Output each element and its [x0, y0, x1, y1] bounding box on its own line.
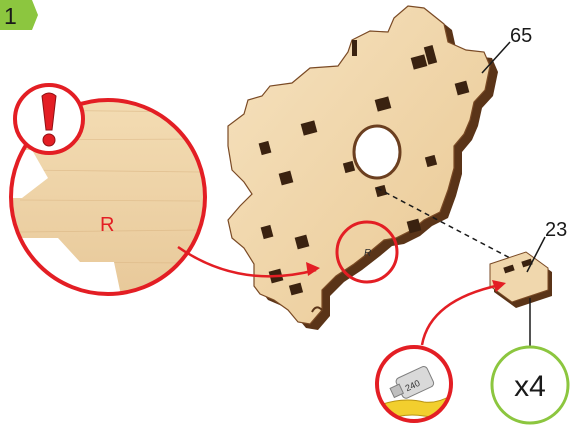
connector-part	[490, 252, 552, 308]
callout-arrow-glue	[422, 285, 500, 345]
step-badge: 1	[0, 0, 38, 30]
warning-badge	[15, 85, 83, 153]
part-label-65: 65	[510, 25, 532, 47]
plate-r-marking: R	[364, 248, 371, 259]
quantity-label: x4	[514, 370, 546, 403]
quantity-badge: x4	[492, 347, 568, 423]
glue-tube-icon: 240	[372, 347, 462, 424]
part-label-23: 23	[545, 219, 567, 241]
step-number: 1	[4, 3, 17, 29]
detail-r-marking: R	[100, 214, 114, 236]
